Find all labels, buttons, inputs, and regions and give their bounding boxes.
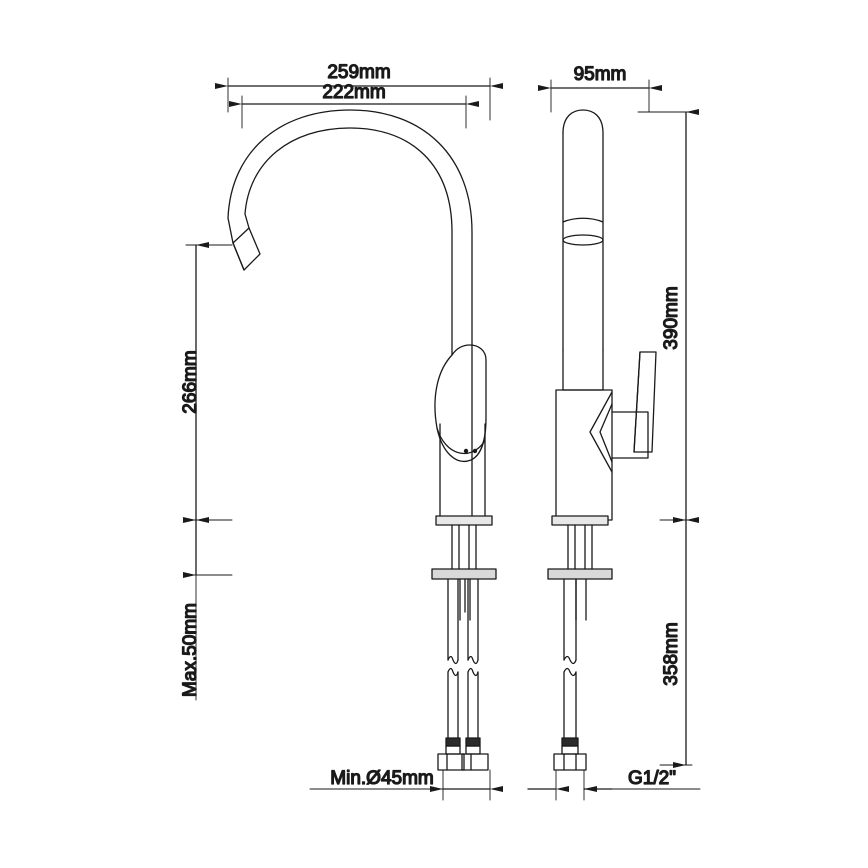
handle-indicator-dot-left — [463, 448, 469, 454]
dimension-label-supply-thread: G1/2" — [628, 768, 676, 789]
side-aerator-ring — [562, 234, 604, 246]
break-line-hose-b-bottom — [467, 667, 479, 677]
spout-inner-profile — [244, 127, 453, 356]
dimension-hose-length — [659, 517, 699, 768]
mounting-washer-front — [431, 568, 497, 580]
side-spout-right — [562, 109, 604, 351]
mounting-washer-side — [547, 568, 613, 580]
side-lever-hub — [611, 411, 649, 459]
dimension-supply-thread — [527, 769, 701, 801]
break-line-hose-b-top — [467, 655, 479, 665]
side-lever-mount-chevron-inner — [599, 403, 613, 463]
aerator-tip — [232, 227, 261, 271]
ferrule-hose-a — [445, 737, 461, 747]
break-line-side-hose-top — [563, 655, 577, 665]
dimension-label-358: 358mm — [661, 622, 682, 685]
dimension-spout-reach-outer — [215, 77, 503, 121]
hex-nut-side-hose — [553, 753, 587, 771]
dimension-label-222: 222mm — [322, 82, 385, 103]
dimension-deck-thickness — [183, 517, 233, 701]
collar-side-hose — [561, 745, 579, 755]
dimension-label-hole-diameter: Min.Ø45mm — [330, 768, 433, 789]
dimension-spout-reach-inner — [229, 95, 479, 129]
side-lever-handle-edge — [633, 351, 641, 453]
dimension-label-max50: Max.50mm — [180, 603, 201, 697]
handle-front-bottom-curve — [436, 427, 485, 454]
dimension-label-95: 95mm — [574, 64, 627, 85]
side-lever-mount-chevron-outer — [589, 391, 613, 473]
hex-nut-hose-a — [437, 753, 465, 771]
hex-nut-hose-b — [461, 753, 489, 771]
deck-plate-front — [435, 515, 493, 526]
break-line-side-hose-bottom — [563, 667, 577, 677]
ferrule-hose-b — [465, 737, 481, 747]
ferrule-side-hose — [561, 737, 579, 747]
handle-indicator-dot-right — [472, 448, 478, 454]
front-view-faucet — [227, 109, 497, 771]
dimension-label-266: 266mm — [180, 350, 201, 413]
dimension-label-390: 390mm — [661, 286, 682, 349]
side-aerator-shoulder — [562, 217, 604, 223]
side-body-block — [555, 389, 613, 521]
collar-hose-b — [465, 745, 481, 755]
dimension-label-259: 259mm — [327, 62, 390, 83]
spout-outer-profile — [227, 109, 473, 521]
aerator-edge — [232, 242, 245, 271]
break-line-hose-a-top — [447, 655, 459, 665]
dimension-hole-diameter — [309, 769, 503, 801]
break-line-hose-a-bottom — [447, 667, 459, 677]
dimension-side-depth — [538, 79, 662, 113]
collar-hose-a — [445, 745, 461, 755]
handle-front-profile — [434, 344, 487, 462]
side-view-faucet — [547, 109, 657, 771]
deck-plate-side — [551, 515, 609, 526]
